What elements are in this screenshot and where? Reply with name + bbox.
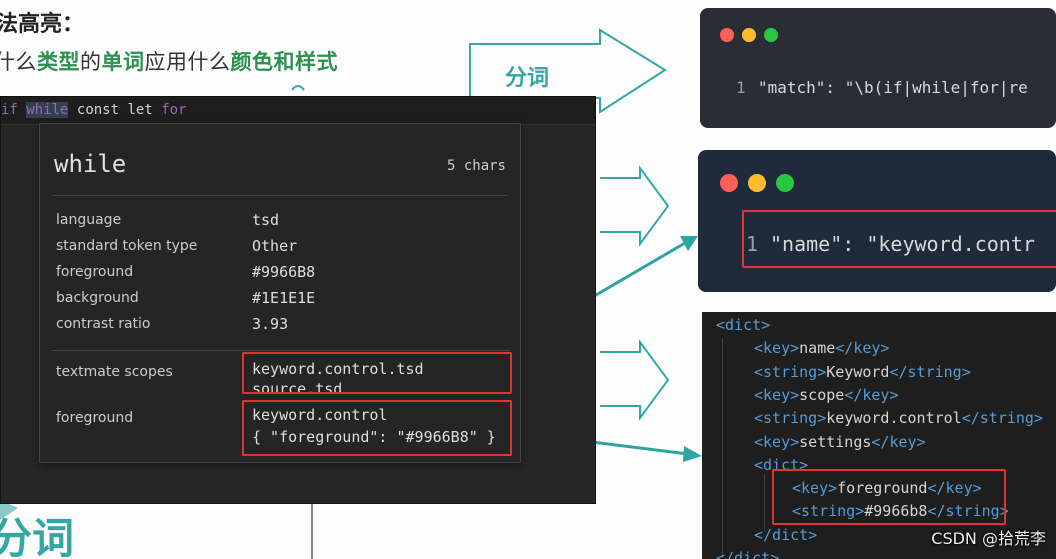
corner-label: 分词 <box>0 514 75 559</box>
xml-open-tag: <dict> <box>716 316 771 334</box>
xml-highlight-box <box>772 469 1006 525</box>
prop-label-contrast: contrast ratio <box>56 316 151 332</box>
foreground-highlight-box <box>242 400 512 456</box>
xml-close-tag: </string> <box>927 502 1009 521</box>
prop-label-background: background <box>56 290 139 306</box>
xml-line: <key>foreground</key> <box>792 479 982 497</box>
maximize-dot-icon <box>764 28 778 42</box>
xml-line: </dict> <box>754 526 817 544</box>
xml-close-tag: </key> <box>844 385 899 404</box>
foreground-rule-scope: keyword.control <box>252 406 388 424</box>
minimize-dot-icon <box>742 28 756 42</box>
xml-close-tag: </string> <box>889 362 971 381</box>
token-length: 5 chars <box>446 158 506 174</box>
xml-open-tag: <key> <box>754 339 800 358</box>
prop-value-token-type: Other <box>252 237 298 255</box>
window-controls <box>720 28 778 42</box>
token-const[interactable]: const <box>76 102 120 118</box>
xml-line: <dict> <box>716 316 770 334</box>
xml-open-tag: <key> <box>754 385 800 404</box>
token-name: while <box>54 150 127 178</box>
scopes-label: textmate scopes <box>56 364 173 380</box>
arrow-label-tokenize: 分词 <box>505 66 550 91</box>
xml-open-tag: <string> <box>792 502 865 521</box>
maximize-dot-icon <box>776 174 794 192</box>
editor-line[interactable]: if while const let for <box>1 97 595 125</box>
slide-title: 法高亮： <box>0 12 85 37</box>
xml-close-tag: </key> <box>927 479 982 498</box>
divider <box>52 350 510 351</box>
match-code-window: 1 "match": "\b(if|while|for|re <box>700 8 1056 128</box>
name-code-window: 1 "name": "keyword.contr <box>698 150 1056 292</box>
xml-text: scope <box>799 385 845 404</box>
xml-open-tag: <key> <box>754 432 800 451</box>
scopes-highlight-box <box>242 352 512 394</box>
foreground-rule-value: { "foreground": "#9966B8" } <box>252 428 496 446</box>
xml-text: name <box>799 339 836 358</box>
xml-text: keyword.control <box>826 409 962 428</box>
scope-source: source.tsd <box>252 380 343 394</box>
prop-label-token-type: standard token type <box>56 238 198 254</box>
prop-value-foreground: #9966B8 <box>252 263 316 281</box>
token-while[interactable]: while <box>26 102 69 118</box>
name-highlight-box <box>742 210 1056 268</box>
xml-line: <string>#9966b8</string> <box>792 502 1009 520</box>
slide-subtitle: 什么类型的单词应用什么颜色和样式 <box>0 50 338 74</box>
line-number: 1 <box>736 78 746 97</box>
xml-close-tag: </string> <box>961 409 1043 428</box>
xml-open-tag: </dict> <box>716 549 780 559</box>
xml-text: foreground <box>837 479 928 498</box>
watermark: CSDN @拾荒李 <box>931 529 1046 548</box>
xml-open-tag: <string> <box>754 409 827 428</box>
hover-header: while 5 chars <box>52 124 508 196</box>
xml-open-tag: <key> <box>792 479 838 498</box>
window-controls <box>720 174 794 192</box>
minimize-dot-icon <box>748 174 766 192</box>
xml-line: <string>keyword.control</string> <box>754 409 1043 427</box>
indent-guide <box>722 338 723 558</box>
xml-line: <key>name</key> <box>754 339 889 357</box>
token-if[interactable]: if <box>1 102 18 118</box>
close-dot-icon <box>720 28 734 42</box>
prop-label-language: language <box>56 212 122 228</box>
xml-open-tag: </dict> <box>754 525 818 544</box>
inspect-hover-card: while 5 chars language tsd standard toke… <box>39 123 521 463</box>
prop-value-background: #1E1E1E <box>252 289 316 307</box>
token-let[interactable]: let <box>127 102 153 118</box>
name-code: "name": "keyword.contr <box>770 232 1035 256</box>
xml-close-tag: </key> <box>871 432 926 451</box>
indent-guide <box>764 474 765 532</box>
xml-open-tag: <string> <box>754 362 827 381</box>
match-code: "match": "\b(if|while|for|re <box>758 78 1028 97</box>
xml-text: #9966b8 <box>864 502 928 521</box>
line-number: 1 <box>746 232 759 256</box>
xml-line: <string>Keyword</string> <box>754 363 971 381</box>
prop-value-language: tsd <box>252 211 280 229</box>
xml-close-tag: </key> <box>835 339 890 358</box>
xml-line: </dict> <box>716 549 779 559</box>
scope-primary: keyword.control.tsd <box>252 360 424 378</box>
token-for[interactable]: for <box>161 102 187 118</box>
prop-label-foreground: foreground <box>56 264 134 280</box>
close-dot-icon <box>720 174 738 192</box>
foreground-rule-label: foreground <box>56 410 134 426</box>
xml-line: <key>scope</key> <box>754 386 899 404</box>
prop-value-contrast: 3.93 <box>252 315 289 333</box>
xml-text: settings <box>799 432 872 451</box>
theme-xml-window: <dict><key>name</key><string>Keyword</st… <box>702 312 1056 559</box>
token-inspector-panel: if while const let for while 5 chars lan… <box>0 96 596 504</box>
xml-line: <key>settings</key> <box>754 433 926 451</box>
xml-text: Keyword <box>826 362 890 381</box>
